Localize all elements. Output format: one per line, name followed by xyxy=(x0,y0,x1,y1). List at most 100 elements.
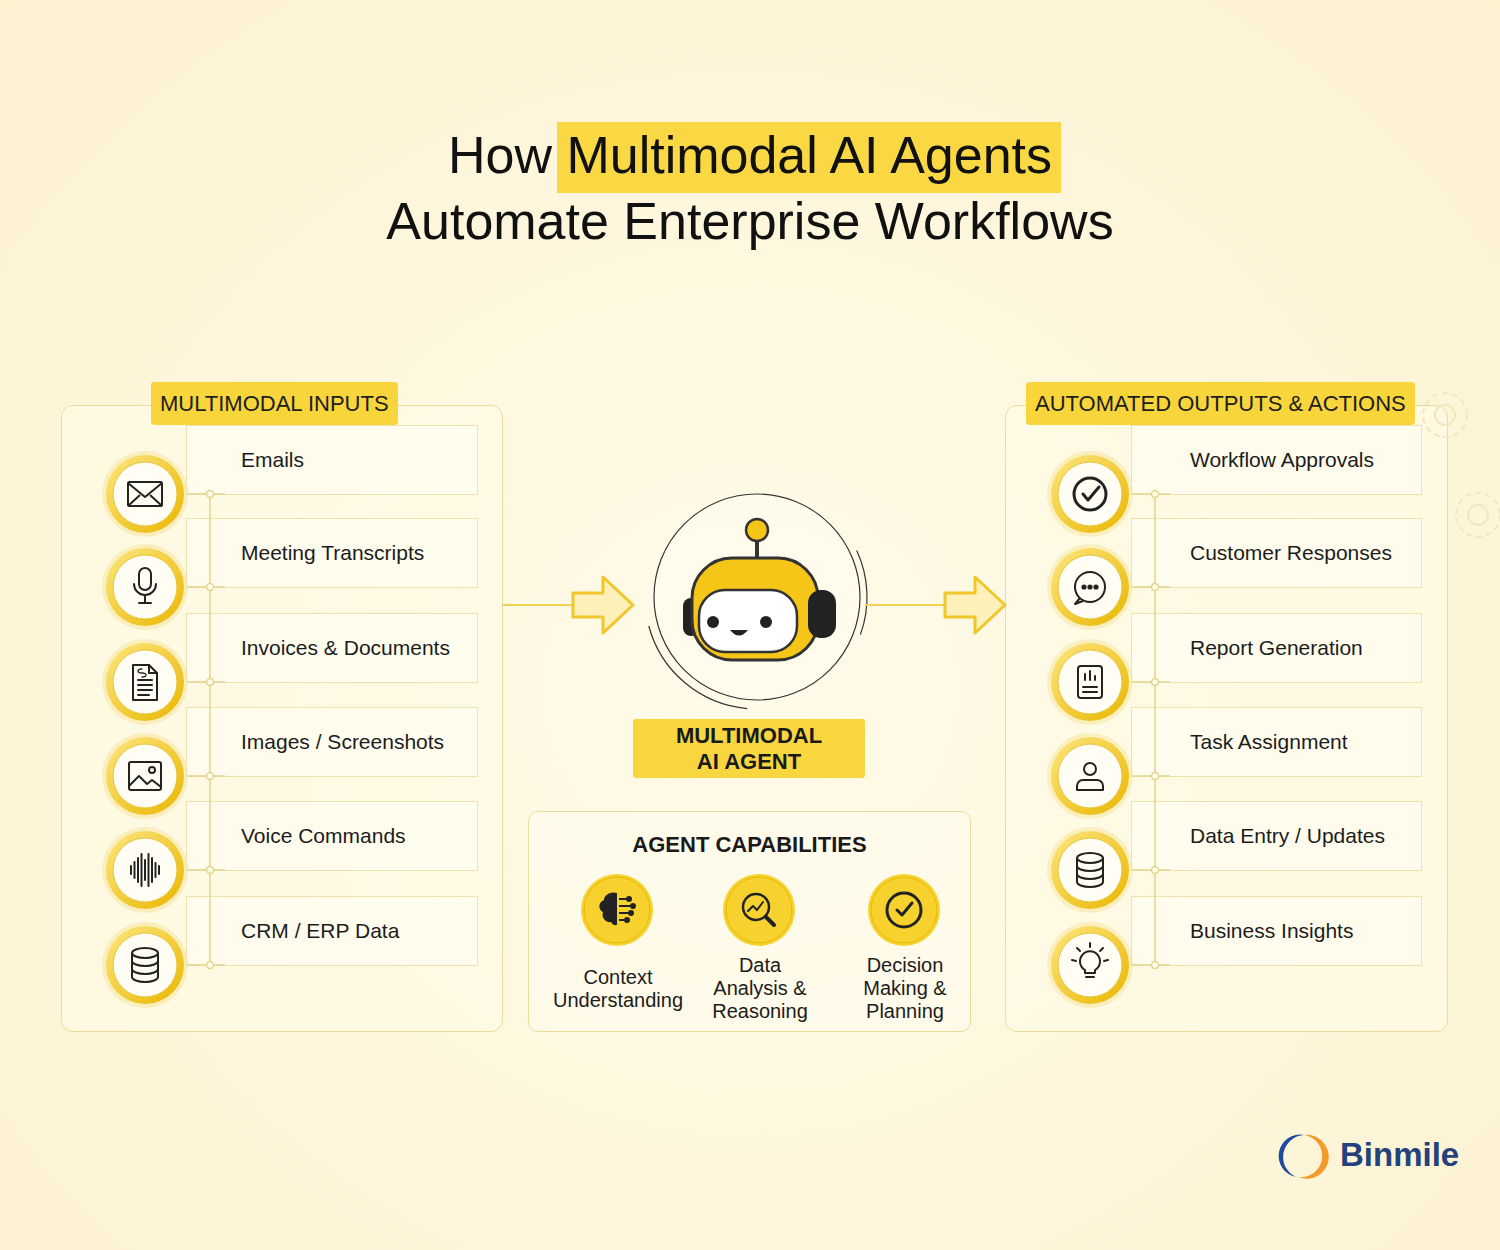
brain-icon xyxy=(629,911,633,915)
microphone-icon xyxy=(134,584,156,595)
icon-ring xyxy=(102,733,188,819)
brain-icon xyxy=(625,918,629,922)
output-connector-bus xyxy=(1132,964,1170,966)
output-connector-bus xyxy=(1152,962,1159,969)
waveform-icon xyxy=(141,854,143,886)
chat-icon xyxy=(1075,572,1105,604)
analysis-icon xyxy=(743,894,774,925)
waveform-icon xyxy=(151,858,153,882)
invoice-icon xyxy=(149,665,157,673)
database-icon xyxy=(1077,874,1103,879)
panel-heading: AGENT CAPABILITIES xyxy=(529,832,970,858)
input-connector-bus xyxy=(207,773,214,780)
logo-mark xyxy=(1279,1135,1304,1177)
person-icon xyxy=(1077,780,1103,790)
database-icon xyxy=(1077,858,1103,887)
agent-node: MULTIMODAL AI AGENT xyxy=(633,495,865,778)
lightbulb-icon xyxy=(1072,943,1108,977)
report-icon xyxy=(1078,666,1102,698)
gear-decoration xyxy=(1468,505,1488,525)
invoice-icon xyxy=(133,665,157,700)
output-box: Workflow Approvals xyxy=(1131,425,1422,495)
brain-icon xyxy=(619,912,630,914)
output-panel: Workflow ApprovalsCustomer ResponsesRepo… xyxy=(1005,405,1448,1032)
invoice-icon xyxy=(138,669,146,677)
robot-illustration xyxy=(707,616,719,628)
input-connector-bus xyxy=(209,494,211,965)
decision-icon xyxy=(887,893,921,927)
person-icon xyxy=(1084,763,1096,775)
output-connector-bus xyxy=(1132,869,1170,871)
mail-icon xyxy=(128,482,162,506)
chat-icon xyxy=(1082,585,1085,588)
microphone-icon xyxy=(144,595,146,603)
icon-ring xyxy=(102,639,188,725)
mail-icon xyxy=(128,483,162,497)
output-connector-bus xyxy=(1132,586,1170,588)
robot-illustration xyxy=(699,590,797,652)
mail-icon xyxy=(150,495,162,506)
robot-illustration xyxy=(755,540,759,560)
box-label: Invoices & Documents xyxy=(241,636,450,660)
input-box: Meeting Transcripts xyxy=(186,518,478,588)
box-label: Voice Commands xyxy=(241,824,406,848)
gear-decoration xyxy=(1435,405,1455,425)
invoice-icon xyxy=(138,689,152,691)
waveform-icon xyxy=(130,866,132,874)
database-icon xyxy=(1077,853,1103,887)
logo-mark xyxy=(1298,1135,1329,1179)
invoice-icon xyxy=(138,679,152,681)
brain-icon xyxy=(599,892,635,925)
waveform-icon xyxy=(148,854,150,886)
capability-item: Context Understanding xyxy=(543,876,693,1026)
database-icon xyxy=(132,953,158,982)
box-label: Data Entry / Updates xyxy=(1190,824,1385,848)
input-box: Emails xyxy=(186,425,478,495)
capability-item: Data Analysis & Reasoning xyxy=(705,876,815,1026)
capability-icon-ring xyxy=(868,874,940,946)
capability-icon-ring xyxy=(581,874,940,946)
chat-icon xyxy=(1075,572,1105,602)
decision-icon xyxy=(887,893,921,927)
waveform-icon xyxy=(134,862,136,878)
icon-ring xyxy=(1047,451,1133,537)
robot-illustration xyxy=(746,519,768,541)
database-icon xyxy=(132,948,158,982)
approval-icon xyxy=(1074,478,1106,510)
brain-icon xyxy=(627,897,631,901)
flow-arrow xyxy=(503,604,633,606)
robot-illustration xyxy=(730,630,748,636)
robot-illustration xyxy=(857,551,867,635)
box-label: Emails xyxy=(241,448,304,472)
icon-ring xyxy=(102,544,188,630)
input-connector-bus xyxy=(187,775,225,777)
waveform-icon xyxy=(137,858,139,882)
icon-ring xyxy=(102,827,188,913)
microphone-icon xyxy=(139,568,151,590)
icon-ring xyxy=(1047,639,1133,725)
capability-icon-ring xyxy=(723,874,795,946)
report-icon xyxy=(1083,691,1097,693)
input-connector-bus xyxy=(187,586,225,588)
robot-illustration xyxy=(808,590,836,638)
chat-icon xyxy=(1088,585,1091,588)
flow-arrow xyxy=(865,604,1005,606)
image-icon xyxy=(129,762,161,790)
brain-icon xyxy=(599,892,617,925)
output-connector-bus xyxy=(1152,584,1159,591)
waveform-icon xyxy=(155,863,157,877)
box-label: CRM / ERP Data xyxy=(241,919,399,943)
input-connector-bus xyxy=(187,869,225,871)
mail-icon xyxy=(128,482,162,506)
capability-item: Decision Making & Planning xyxy=(850,876,960,1026)
box-label: Customer Responses xyxy=(1190,541,1392,565)
output-connector-bus xyxy=(1152,773,1159,780)
box-label: Business Insights xyxy=(1190,919,1353,943)
brain-icon xyxy=(619,898,627,900)
approval-icon xyxy=(1083,487,1099,500)
report-icon xyxy=(1089,671,1091,680)
invoice-icon xyxy=(133,665,157,700)
panel-heading: MULTIMODAL INPUTS xyxy=(151,382,398,425)
brain-icon xyxy=(619,905,632,907)
robot-illustration xyxy=(654,494,860,700)
